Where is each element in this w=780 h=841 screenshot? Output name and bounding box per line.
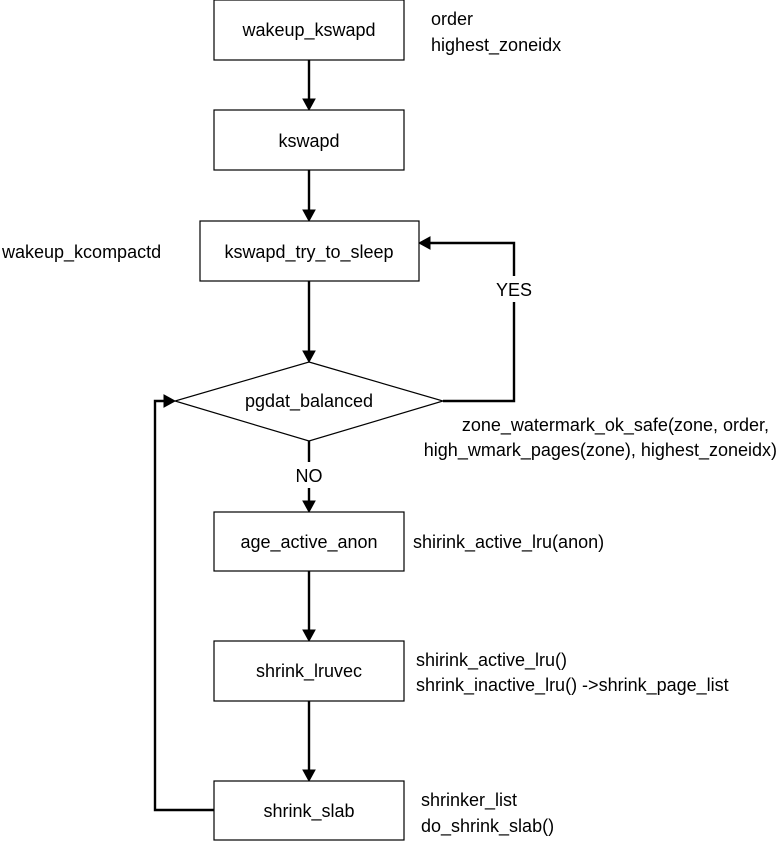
edge-balanced-yes-loop (428, 241, 516, 403)
node-pgdat-balanced: pgdat_balanced (172, 361, 446, 442)
annotation-highest-zoneidx: highest_zoneidx (431, 35, 561, 56)
arrowhead-wakeup-to-kswapd (302, 98, 316, 112)
node-label-wakeup-kswapd: wakeup_kswapd (241, 20, 375, 41)
arrowhead-slab-loop-back (163, 394, 177, 408)
annotation-shirink-active-lru-anon: shirink_active_lru(anon) (413, 532, 604, 553)
node-shrink-lruvec: shrink_lruvec (213, 640, 405, 702)
edge-label-no-text: NO (296, 466, 323, 486)
node-shrink-slab: shrink_slab (213, 780, 405, 841)
annotation-zone-watermark-ok-safe: zone_watermark_ok_safe(zone, order, (462, 415, 769, 436)
edge-label-no: NO (288, 462, 330, 488)
node-age-active-anon: age_active_anon (213, 511, 405, 572)
node-kswapd-try-to-sleep: kswapd_try_to_sleep (199, 220, 420, 282)
node-label-shrink-lruvec: shrink_lruvec (256, 661, 362, 682)
annotation-high-wmark-pages: high_wmark_pages(zone), highest_zoneidx) (424, 440, 777, 461)
annotation-order: order (431, 9, 473, 29)
annotation-shrinker-list: shrinker_list (421, 790, 517, 811)
annotation-shrink-inactive-lru: shrink_inactive_lru() ->shrink_page_list (416, 675, 729, 696)
arrowhead-try-sleep-to-balanced (302, 350, 316, 364)
node-label-kswapd: kswapd (278, 131, 339, 151)
annotation-shirink-active-lru: shirink_active_lru() (416, 650, 567, 671)
arrowhead-anon-to-lruvec (302, 629, 316, 643)
node-label-kswapd-try-to-sleep: kswapd_try_to_sleep (224, 242, 393, 263)
edge-slab-loop-back (153, 399, 214, 812)
annotation-wakeup-kcompactd: wakeup_kcompactd (1, 242, 161, 263)
node-label-age-active-anon: age_active_anon (240, 532, 377, 553)
arrowhead-balanced-no (302, 500, 316, 514)
node-label-shrink-slab: shrink_slab (263, 801, 354, 822)
node-kswapd: kswapd (213, 109, 405, 171)
node-label-pgdat-balanced: pgdat_balanced (245, 391, 373, 412)
edge-label-yes-text: YES (496, 280, 532, 300)
annotation-do-shrink-slab: do_shrink_slab() (421, 816, 554, 837)
node-wakeup-kswapd: wakeup_kswapd (213, 0, 405, 61)
arrowhead-balanced-yes-loop (417, 236, 431, 250)
arrowhead-lruvec-to-slab (302, 769, 316, 783)
edge-label-yes: YES (488, 276, 540, 302)
arrowhead-kswapd-to-try-sleep (302, 209, 316, 223)
